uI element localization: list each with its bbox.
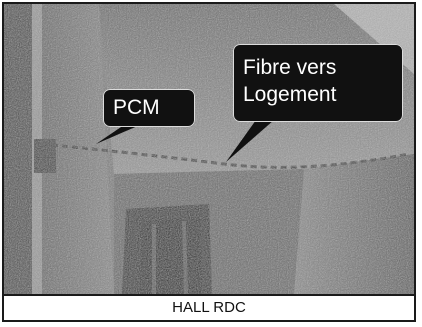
pcm-callout-label: PCM xyxy=(113,96,160,119)
pcm-pointer xyxy=(96,125,140,144)
fibre-callout-line1: Fibre vers xyxy=(243,56,337,79)
fibre-pointer xyxy=(226,120,274,162)
fibre-callout-line2: Logement xyxy=(243,83,337,106)
photo-caption: HALL RDC xyxy=(4,294,414,320)
fibre-callout: Fibre vers Logement xyxy=(233,44,403,122)
pcm-callout: PCM xyxy=(103,89,195,127)
photo-figure: PCM Fibre vers Logement HALL RDC xyxy=(2,2,416,322)
